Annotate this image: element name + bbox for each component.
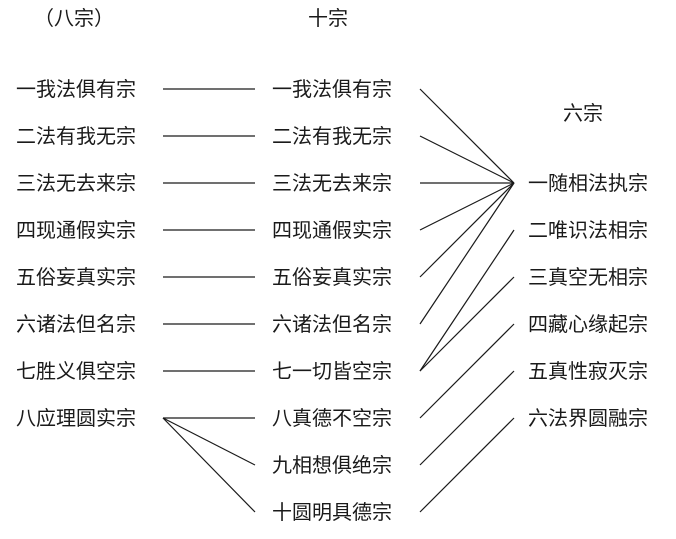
ten-school-1: 一我法俱有宗 — [272, 77, 392, 101]
header-six-schools: 六宗 — [563, 101, 603, 125]
link-ten-5-to-six-1 — [419, 182, 515, 278]
six-school-3: 三真空无相宗 — [528, 265, 648, 289]
eight-school-1: 一我法俱有宗 — [16, 77, 136, 101]
ten-school-4: 四现通假实宗 — [272, 218, 392, 242]
ten-school-6: 六诸法但名宗 — [272, 312, 392, 336]
ten-school-2: 二法有我无宗 — [272, 124, 392, 148]
eight-school-3: 三法无去来宗 — [16, 171, 136, 195]
link-ten-8-to-six-4 — [419, 323, 515, 419]
eight-school-7: 七胜义俱空宗 — [16, 359, 136, 383]
link-ten-6-to-six-1 — [419, 182, 515, 325]
link-eight-8-to-ten-10 — [162, 417, 256, 513]
ten-school-5: 五俗妄真实宗 — [272, 265, 392, 289]
link-eight-8-to-ten-9 — [162, 417, 256, 466]
link-ten-10-to-six-6 — [419, 417, 515, 513]
six-school-2: 二唯识法相宗 — [528, 218, 648, 242]
six-school-4: 四藏心缘起宗 — [528, 312, 648, 336]
link-ten-1-to-six-1 — [419, 88, 515, 184]
link-ten-2-to-six-1 — [419, 135, 515, 184]
link-ten-9-to-six-5 — [419, 370, 515, 466]
six-school-1: 一随相法执宗 — [528, 171, 648, 195]
eight-school-5: 五俗妄真实宗 — [16, 265, 136, 289]
link-ten-7-to-six-3 — [419, 276, 515, 372]
link-ten-4-to-six-1 — [419, 182, 515, 231]
eight-school-8: 八应理圆实宗 — [16, 406, 136, 430]
ten-school-3: 三法无去来宗 — [272, 171, 392, 195]
eight-school-2: 二法有我无宗 — [16, 124, 136, 148]
ten-school-10: 十圆明具德宗 — [272, 500, 392, 524]
ten-school-7: 七一切皆空宗 — [272, 359, 392, 383]
link-ten-7-to-six-2 — [419, 229, 515, 372]
six-school-5: 五真性寂灭宗 — [528, 359, 648, 383]
six-school-6: 六法界圆融宗 — [528, 406, 648, 430]
header-ten-schools: 十宗 — [308, 6, 348, 30]
ten-school-9: 九相想俱绝宗 — [272, 453, 392, 477]
ten-school-8: 八真德不空宗 — [272, 406, 392, 430]
eight-school-4: 四现通假实宗 — [16, 218, 136, 242]
header-eight-schools: （八宗） — [34, 6, 114, 30]
eight-school-6: 六诸法但名宗 — [16, 312, 136, 336]
